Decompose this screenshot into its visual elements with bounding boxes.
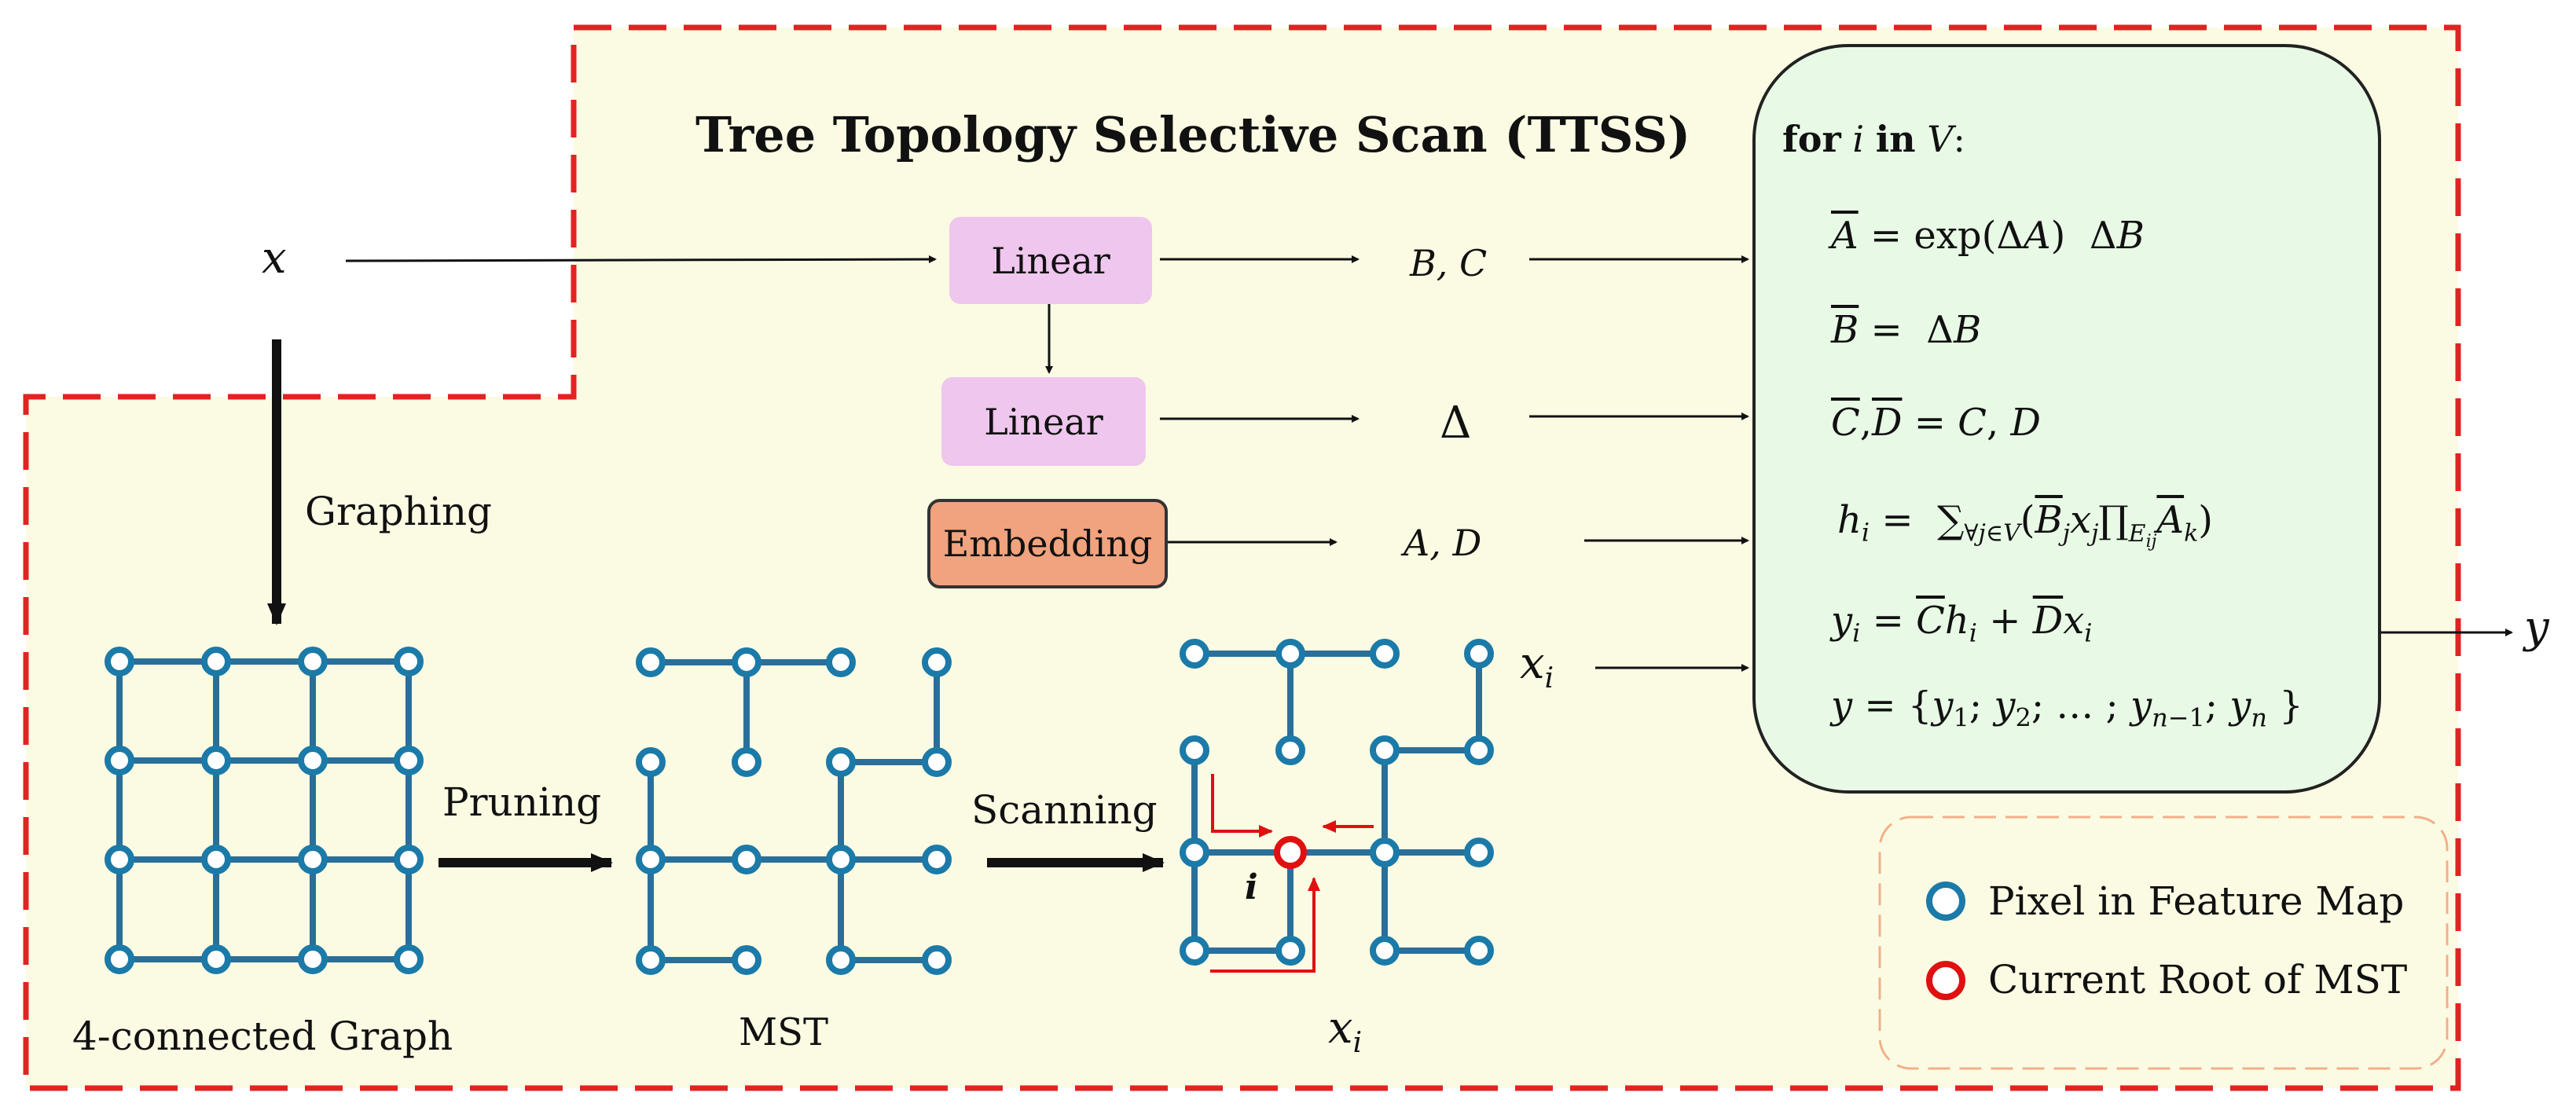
mst-node: [826, 845, 856, 874]
grid-node: [298, 647, 328, 676]
grid-node: [105, 944, 134, 974]
mst-node: [636, 647, 666, 677]
grid-node: [105, 845, 134, 874]
scan-node: [1464, 936, 1494, 966]
linear-block-1: Linear: [949, 217, 1152, 304]
mst-node: [922, 845, 952, 874]
scan-node: [1275, 735, 1305, 765]
scan-node: [1180, 936, 1209, 966]
grid-node: [201, 845, 231, 874]
scan-arrow-left: [1211, 774, 1273, 838]
mst-graph: [636, 647, 952, 975]
grid-node: [394, 746, 424, 775]
formula-line-hi: hi = ∑∀j∈V(Bjxj∏EijAk): [1837, 498, 2214, 552]
formula-line-yi: yi = Chi + Dxi: [1831, 599, 2093, 648]
grid-node: [298, 845, 328, 874]
formula-line-bbar: B = ΔB: [1831, 308, 1982, 352]
grid-node: [298, 944, 328, 974]
mst-node: [826, 945, 856, 975]
param-bc-label: B, C: [1410, 242, 1488, 284]
scan-direction-arrows: [1210, 774, 1374, 973]
grid-node: [201, 746, 231, 775]
mst-root-node: [1274, 836, 1307, 869]
scan-caption-base: x: [1328, 1003, 1353, 1054]
grid-node: [298, 746, 328, 775]
scan-node: [1370, 936, 1400, 966]
scan-node: [1275, 936, 1305, 966]
scan-node: [1370, 639, 1400, 669]
pruning-label: Pruning: [442, 779, 602, 825]
root-node-label: i: [1245, 867, 1258, 907]
scanning-graph: [1180, 639, 1494, 966]
param-xi-base: x: [1520, 638, 1545, 689]
arrow-x-to-linear: [345, 255, 937, 264]
formula-box: [1752, 44, 2381, 794]
embedding-block: Embedding: [927, 499, 1168, 588]
grid-node: [394, 845, 424, 874]
mst-node: [732, 647, 761, 677]
scan-node: [1275, 639, 1305, 669]
mst-node: [732, 747, 761, 777]
mst-node: [636, 747, 666, 777]
formula-header-colon: :: [1953, 118, 1965, 160]
scan-node: [1180, 639, 1209, 669]
param-xi-sub: i: [1544, 662, 1554, 695]
param-delta-label: Δ: [1440, 398, 1472, 449]
mst-node: [732, 945, 761, 975]
grid-node: [201, 944, 231, 974]
param-xi-label: xi: [1520, 638, 1554, 695]
mst-node: [826, 647, 856, 677]
scan-node: [1180, 838, 1209, 867]
grid-node: [201, 647, 231, 676]
formula-line-cdbar: C,D = C, D: [1831, 401, 2041, 445]
formula-line-y: y = {y1; y2; … ; yn−1; yn }: [1831, 684, 2303, 733]
mst-node: [636, 845, 666, 874]
scanning-label: Scanning: [971, 787, 1158, 833]
legend-pixel-icon: [1926, 882, 1965, 921]
legend-pixel-label: Pixel in Feature Map: [1988, 878, 2405, 924]
diagram-title: Tree Topology Selective Scan (TTSS): [695, 106, 1691, 163]
formula-header-set: V: [1927, 118, 1954, 160]
grid-node: [394, 647, 424, 676]
mst-node: [922, 647, 952, 677]
legend-root-label: Current Root of MST: [1988, 957, 2408, 1003]
scan-node: [1464, 838, 1494, 867]
scan-caption-sub: i: [1352, 1027, 1363, 1060]
formula-header-for: for: [1782, 118, 1841, 160]
mst-node: [732, 845, 761, 874]
scan-node: [1464, 735, 1494, 765]
mst-node: [636, 945, 666, 975]
param-ad-label: A, D: [1404, 522, 1482, 564]
scan-caption: xi: [1328, 1003, 1362, 1059]
legend-box: [1878, 816, 2449, 1070]
grid-node: [394, 944, 424, 974]
formula-header: for i in V:: [1782, 118, 1965, 160]
graphing-label: Graphing: [305, 489, 493, 534]
mst-node: [826, 747, 856, 777]
scan-node: [1464, 639, 1494, 669]
output-y-label: y: [2524, 602, 2549, 653]
formula-header-in: in: [1875, 118, 1916, 160]
legend-root-icon: [1926, 961, 1965, 1000]
mst-node: [922, 945, 952, 975]
four-connected-graph: [105, 647, 424, 974]
scan-node: [1180, 735, 1209, 765]
formula-line-abar: A = exp(ΔA) ΔB: [1831, 214, 2145, 258]
linear-block-2: Linear: [941, 377, 1146, 466]
mst-caption: MST: [739, 1010, 829, 1054]
scan-arrow-bottom: [1210, 877, 1320, 973]
mst-node: [922, 747, 952, 777]
scan-node: [1370, 735, 1400, 765]
grid-caption: 4-connected Graph: [72, 1014, 453, 1059]
grid-node: [105, 647, 134, 676]
scan-node: [1370, 838, 1400, 867]
input-x-label: x: [262, 233, 287, 284]
grid-node: [105, 746, 134, 775]
formula-header-var: i: [1852, 118, 1865, 160]
